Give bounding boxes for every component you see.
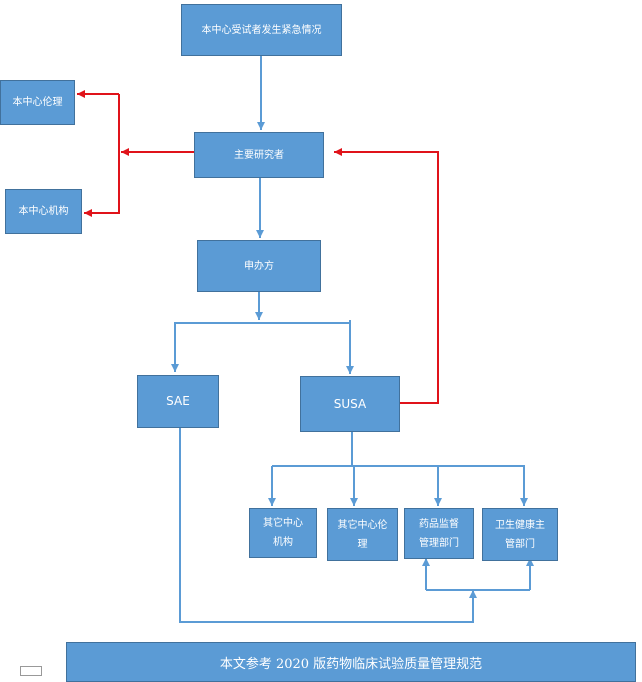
footer-reference-banner: 本文参考 2020 版药物临床试验质量管理规范 [66, 642, 636, 682]
sae-node: SAE [137, 375, 219, 428]
local-institution-node: 本中心机构 [5, 189, 82, 234]
health-authority-node: 卫生健康主 管部门 [482, 508, 558, 561]
branch-to-sae-susa [174, 322, 350, 372]
principal-investigator-node: 主要研究者 [194, 132, 324, 178]
sae-route [179, 428, 477, 623]
other-institution-node: 其它中心 机构 [249, 508, 317, 558]
sponsor-node: 申办方 [197, 240, 321, 292]
drug-regulatory-node: 药品监督 管理部门 [404, 508, 474, 559]
other-ethics-node: 其它中心伦 理 [327, 508, 398, 561]
emergency-node: 本中心受试者发生紧急情况 [181, 4, 342, 56]
susa-node: SUSA [300, 376, 400, 432]
arrow-susa-to-pi [334, 148, 439, 404]
local-ethics-node: 本中心伦理 [0, 80, 75, 125]
corner-box [20, 666, 42, 676]
